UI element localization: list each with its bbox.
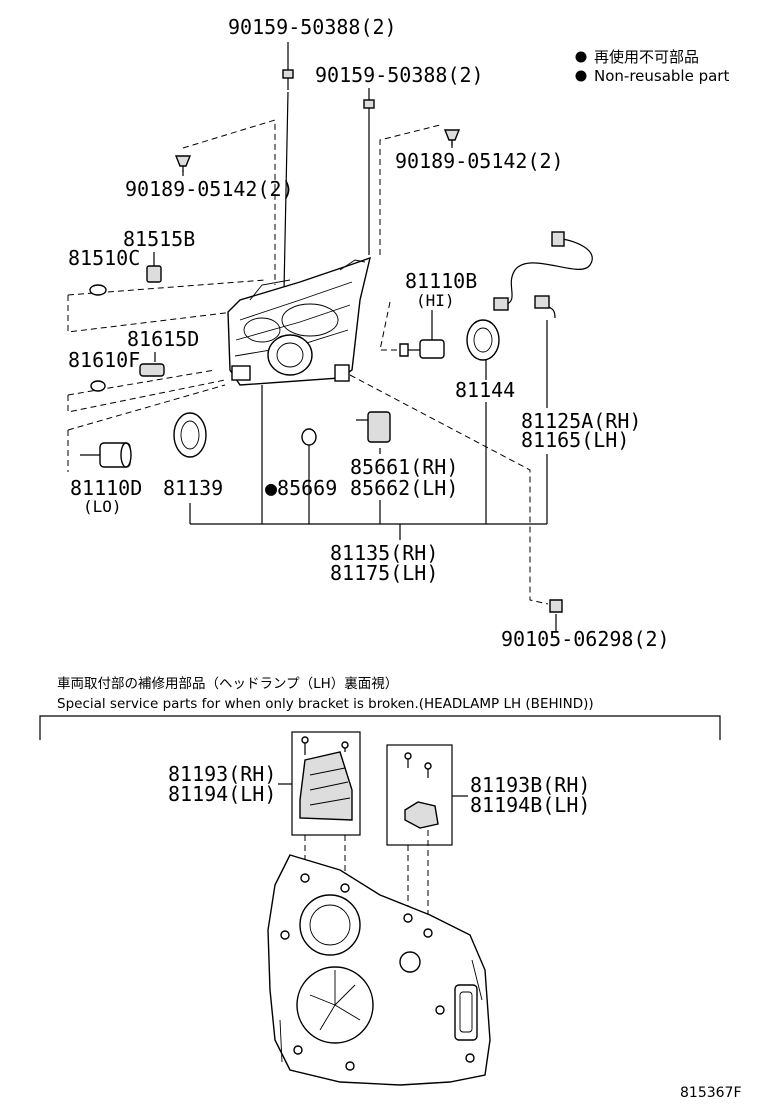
label-90189-right: 90189-05142(2) xyxy=(395,149,564,173)
label-81175: 81175(LH) xyxy=(330,561,438,585)
bolt-icon xyxy=(282,69,294,90)
bracket-81193-icon xyxy=(299,736,353,821)
wire-harness-icon xyxy=(493,231,593,319)
section-bracket xyxy=(39,715,721,740)
label-81125a: 81125A(RH) xyxy=(521,409,641,433)
label-81144: 81144 xyxy=(455,378,515,402)
legend-bullet-icon xyxy=(575,51,587,63)
clip-icon xyxy=(443,129,461,146)
label-90159-top: 90159-50388(2) xyxy=(228,15,397,39)
leveling-actuator-icon xyxy=(356,411,391,443)
headlamp-housing-rear-icon xyxy=(267,854,491,1086)
bulb-icon xyxy=(89,284,107,296)
grommet-icon xyxy=(466,319,500,361)
label-81194b: 81194B(LH) xyxy=(470,793,590,817)
label-81110b: 81110B xyxy=(405,269,477,293)
hi-bulb-icon xyxy=(399,339,445,359)
label-81110b-hi: (HI) xyxy=(416,291,455,310)
legend-jp: 再使用不可部品 xyxy=(594,48,699,66)
label-90159-mid: 90159-50388(2) xyxy=(315,63,484,87)
label-81193: 81193(RH) xyxy=(168,762,276,786)
label-85669: ●85669 xyxy=(265,476,337,500)
label-81194: 81194(LH) xyxy=(168,782,276,806)
socket-icon xyxy=(139,363,165,377)
clip-icon xyxy=(174,155,192,172)
bolt-icon xyxy=(363,99,375,120)
section-note-en: Special service parts for when only brac… xyxy=(57,696,594,712)
label-81510c: 81510C xyxy=(68,246,140,270)
screw-icon xyxy=(549,599,563,613)
label-81135: 81135(RH) xyxy=(330,541,438,565)
lo-bulb-icon xyxy=(80,442,132,468)
label-81615d: 81615D xyxy=(127,327,199,351)
label-85662: 85662(LH) xyxy=(350,476,458,500)
section-note-jp: 車両取付部の補修用部品（ヘッドランプ（LH）裏面視） xyxy=(57,676,398,692)
ref-code: 815367F xyxy=(680,1085,742,1101)
label-81139: 81139 xyxy=(163,476,223,500)
o-ring-icon xyxy=(301,428,317,446)
bracket-81193b-icon xyxy=(404,752,439,829)
socket-icon xyxy=(146,265,162,283)
label-81110d-lo: (LO) xyxy=(83,497,122,516)
label-81165: 81165(LH) xyxy=(521,428,629,452)
label-85661: 85661(RH) xyxy=(350,455,458,479)
label-90189-left: 90189-05142(2) xyxy=(125,177,294,201)
bracket-box-81193b xyxy=(386,744,453,846)
label-81193b: 81193B(RH) xyxy=(470,773,590,797)
label-90105: 90105-06298(2) xyxy=(501,627,670,651)
legend-en: Non-reusable part xyxy=(594,67,729,85)
label-81515b: 81515B xyxy=(123,227,195,251)
legend-bullet-icon xyxy=(575,70,587,82)
label-81610f: 81610F xyxy=(68,348,140,372)
bracket-box-81193 xyxy=(291,731,361,836)
label-81110d: 81110D xyxy=(70,476,142,500)
bulb-icon xyxy=(90,380,106,392)
grommet-icon xyxy=(173,412,207,458)
headlamp-assembly-icon xyxy=(227,256,371,386)
